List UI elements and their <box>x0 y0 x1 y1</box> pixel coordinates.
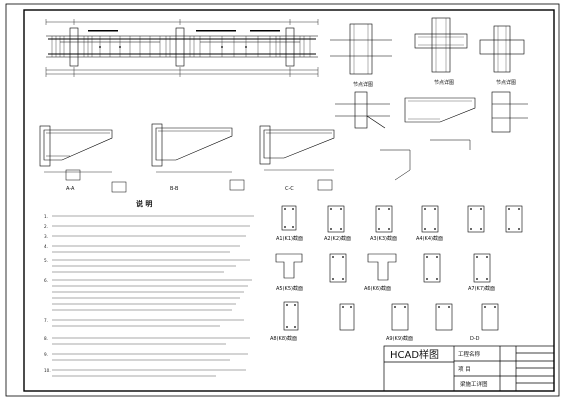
cantilever-1 <box>39 125 113 173</box>
note-5: 5. <box>44 258 48 263</box>
detail-label-2: 节点详图 <box>434 79 454 86</box>
section-label-7: A7(K7)截面 <box>468 285 495 292</box>
section-rebar-dots <box>284 208 520 328</box>
haunch-detail-3 <box>491 91 528 133</box>
cross-label-1: A-A <box>66 186 75 192</box>
detail-label-3: 节点详图 <box>496 79 516 86</box>
cross-label-3: C-C <box>285 186 294 192</box>
detail-label-1: 节点详图 <box>353 81 373 88</box>
title-block-logo: HCAD样图 <box>390 348 439 361</box>
node-detail-2 <box>414 17 468 73</box>
section-label-6: A6(K6)截面 <box>364 285 391 292</box>
title-block-project-label: 工程名称 <box>458 350 481 358</box>
note-9: 9. <box>44 352 48 357</box>
section-label-2: A2(K2)截面 <box>324 235 351 242</box>
title-block <box>383 345 555 392</box>
outer-border <box>5 3 560 397</box>
note-8: 8. <box>44 336 48 341</box>
rebar-markers <box>88 30 280 48</box>
section-label-9: A9(K9)截面 <box>386 335 413 342</box>
section-label-4: A4(K4)截面 <box>416 235 443 242</box>
section-label-5: A5(K5)截面 <box>276 285 303 292</box>
small-section-marks <box>65 169 333 193</box>
section-label-8: A8(K8)截面 <box>270 335 297 342</box>
note-3: 3. <box>44 234 48 239</box>
node-detail-1 <box>330 23 392 75</box>
section-label-3: A3(K3)截面 <box>370 235 397 242</box>
section-grid <box>275 205 523 331</box>
note-4: 4. <box>44 244 48 249</box>
note-10: 10. <box>44 368 51 373</box>
note-1: 1. <box>44 214 48 219</box>
note-6: 6. <box>44 278 48 283</box>
notes-heading: 说 明 <box>136 199 152 208</box>
beam-elevation-main <box>45 19 319 77</box>
section-label-1: A1(K1)截面 <box>276 235 303 242</box>
cantilever-2 <box>151 123 233 173</box>
cross-label-2: B-B <box>170 186 179 192</box>
cross-label-4: D-D <box>470 336 480 342</box>
notes-body: 1. 2. 3. 4. 5. 6. 7. 8. 9. 10. <box>44 214 254 377</box>
haunch-detail-2 <box>404 97 476 150</box>
title-block-item-label: 项 目 <box>458 366 471 373</box>
inner-border <box>23 9 555 392</box>
title-block-drawing-title: 梁施工详图 <box>460 380 488 388</box>
cantilever-3 <box>259 125 411 181</box>
node-detail-3 <box>479 25 525 73</box>
note-2: 2. <box>44 224 48 229</box>
haunch-detail-1 <box>335 91 390 129</box>
note-7: 7. <box>44 318 48 323</box>
